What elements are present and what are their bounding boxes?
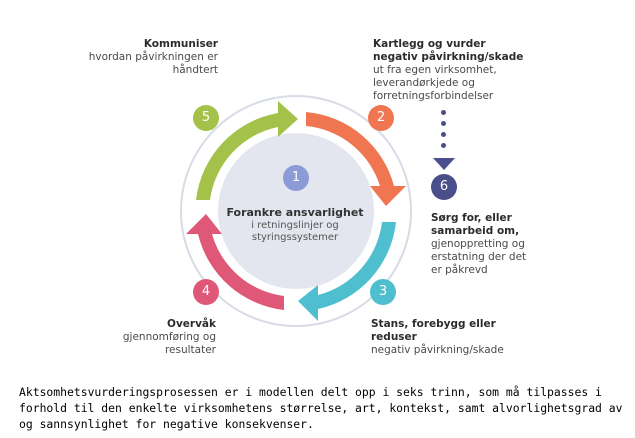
center-disc — [218, 133, 374, 289]
connector-dot — [441, 121, 446, 126]
step-1-badge: 1 — [283, 165, 309, 191]
connector-dot — [441, 143, 446, 148]
step-2-badge: 2 — [368, 105, 394, 131]
step-5-badge: 5 — [193, 105, 219, 131]
down-triangle-icon — [433, 158, 455, 170]
step-5-label: Kommuniser hvordan påvirkningen er håndt… — [88, 38, 218, 77]
step-6-badge: 6 — [431, 174, 457, 200]
outer-ring — [180, 95, 412, 327]
step-4-badge: 4 — [193, 279, 219, 305]
arrow-step-5 — [196, 101, 298, 200]
step-2-heading: Kartlegg og vurder negativ påvirkning/sk… — [373, 38, 524, 63]
step-1-title: Forankre ansvarlighet — [226, 206, 364, 219]
step-4-heading: Overvåk — [167, 318, 216, 330]
step-3-badge: 3 — [370, 279, 396, 305]
step-2-label: Kartlegg og vurder negativ påvirkning/sk… — [373, 38, 533, 103]
arrow-step-2 — [306, 112, 406, 206]
step-4-text: gjennomføring og resultater — [122, 331, 216, 356]
arrow-step-3 — [298, 222, 396, 321]
step-5-heading: Kommuniser — [143, 38, 218, 50]
connector-dot — [441, 110, 446, 115]
step-3-text: negativ påvirkning/skade — [371, 344, 504, 356]
step-3-label: Stans, forebygg eller reduser negativ på… — [371, 318, 511, 357]
step-3-heading: Stans, forebygg eller reduser — [371, 318, 496, 343]
connector-dot — [441, 132, 446, 137]
step-6-label: Sørg for, eller samarbeid om, gjenoppret… — [431, 212, 531, 277]
figure-caption: Aktsomhetsvurderingsprosessen er i model… — [19, 385, 623, 431]
step-2-text: ut fra egen virksomhet, leverandørkjede … — [373, 64, 497, 102]
step-6-text: gjenoppretting og erstatning der det er … — [431, 238, 527, 276]
step-4-label: Overvåk gjennomføring og resultater — [100, 318, 216, 357]
cycle-diagram — [180, 95, 455, 327]
arrow-step-4 — [186, 214, 284, 310]
step-6-heading: Sørg for, eller samarbeid om, — [431, 212, 520, 237]
step-5-text: hvordan påvirkningen er håndtert — [88, 51, 218, 76]
step-1-subtitle: i retningslinjer og styringssystemer — [251, 220, 339, 243]
